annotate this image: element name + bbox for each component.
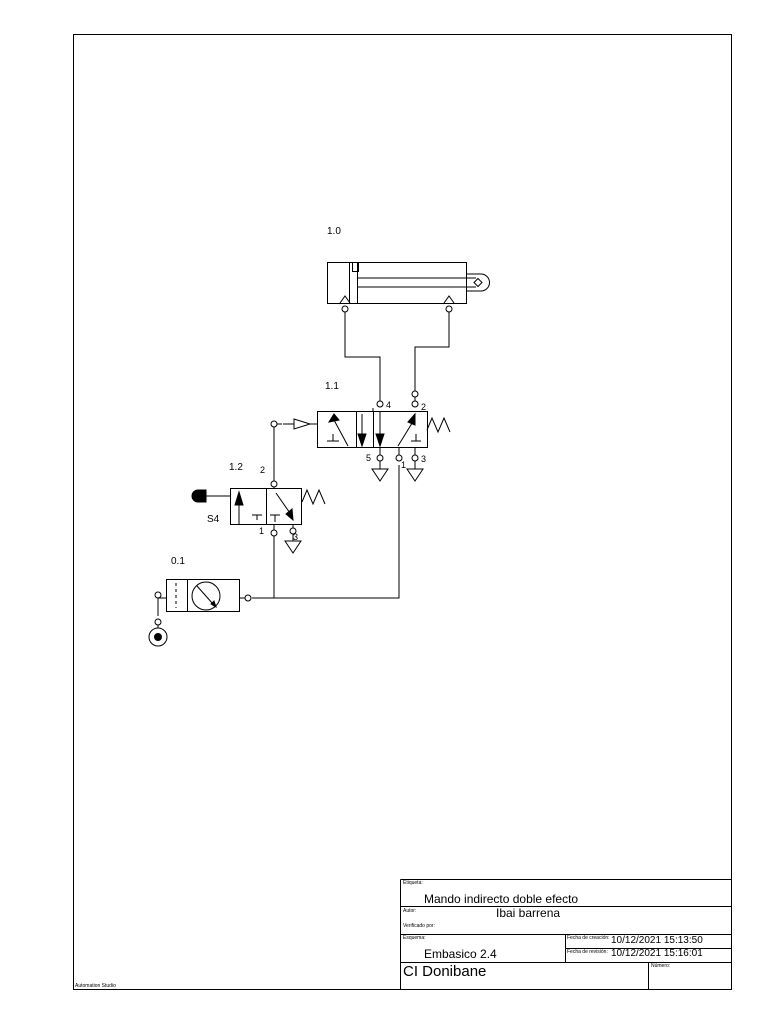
etiqueta-label: Etiqueta: (403, 880, 423, 886)
port-2-btn-label: 2 (260, 465, 266, 475)
port-2-main-label: 2 (421, 402, 427, 412)
cylinder-label: 1.0 (327, 226, 341, 237)
esquema-label: Esquema: (403, 935, 426, 941)
button-name-label: S4 (207, 514, 220, 525)
main-valve-5-2[interactable] (283, 408, 451, 482)
port-3-btn-label: 3 (293, 532, 299, 542)
numero-label: Número: (651, 963, 671, 969)
main-valve-ports (376, 390, 419, 462)
fecha-revision-label: Fecha de revisión: (567, 949, 608, 955)
fecha-creacion-label: Fecha de creación: (567, 935, 610, 941)
port-1-btn-label: 1 (259, 526, 265, 536)
scheme-name: Embasico 2.4 (424, 947, 497, 961)
title-block-frame (400, 879, 731, 990)
drawing-title: Mando indirecto doble efecto (424, 892, 579, 906)
port-5-label: 5 (366, 453, 372, 463)
port-4-label: 4 (386, 400, 392, 410)
verificado-label: Verificado por: (403, 923, 435, 929)
software-footer: Automation Studio (75, 983, 116, 989)
button-valve-label: 1.2 (229, 462, 243, 473)
port-1-main-label: 1 (401, 460, 407, 470)
author-name: Ibai barrena (496, 906, 561, 920)
port-3-main-label: 3 (421, 454, 427, 464)
fecha-creacion-value: 10/12/2021 15:13:50 (611, 935, 703, 946)
source-label: 0.1 (171, 556, 185, 567)
company-name: CI Donibane (403, 963, 487, 980)
autor-label: Autor: (403, 908, 417, 914)
double-acting-cylinder[interactable] (327, 262, 490, 313)
pilot-port (270, 420, 278, 428)
sheet-border (73, 34, 732, 990)
button-valve-3-2[interactable] (191, 480, 326, 554)
main-valve-label: 1.1 (325, 381, 339, 392)
pressure-source[interactable] (148, 618, 168, 647)
fecha-revision-value: 10/12/2021 15:16:01 (611, 948, 703, 959)
pipe-lines (157, 312, 450, 616)
service-unit[interactable] (154, 579, 252, 612)
